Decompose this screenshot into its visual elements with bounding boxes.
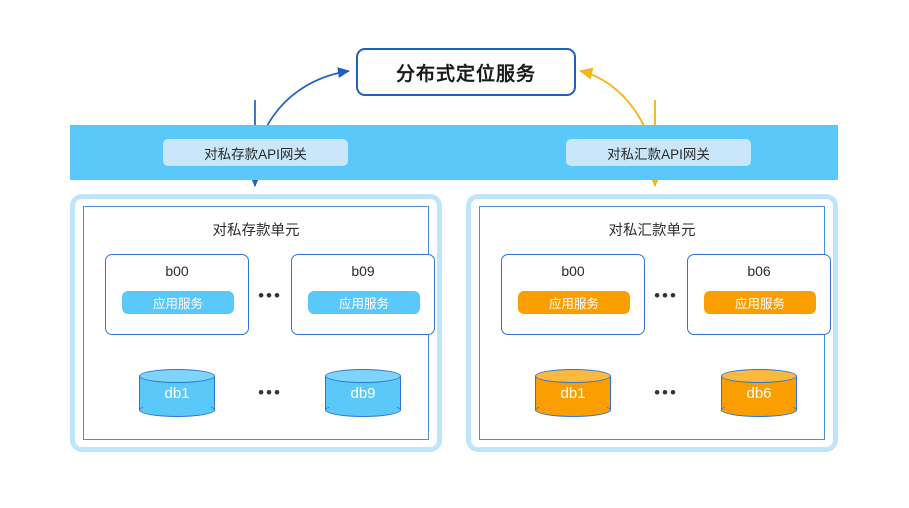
cell-remittance-b06-name: b06 — [747, 263, 771, 279]
gateway-deposit-label: 对私存款API网关 — [204, 146, 307, 162]
cell-deposit-b09-name: b09 — [351, 263, 375, 279]
cells-ellipsis-remittance: ••• — [654, 286, 678, 305]
database-deposit-db9[interactable]: db9 — [325, 369, 401, 417]
database-remittance-db6-label: db6 — [746, 385, 772, 402]
cell-deposit-b00[interactable]: b00 应用服务 — [105, 254, 249, 335]
gateway-remittance-label: 对私汇款API网关 — [607, 146, 710, 162]
database-remittance-db1-label: db1 — [560, 385, 586, 402]
unit-deposit-title: 对私存款单元 — [212, 223, 300, 239]
service-remittance-b06[interactable]: 应用服务 — [704, 291, 816, 314]
cylinder-bottom — [139, 403, 215, 417]
unit-remittance-inner: 对私汇款单元 b00 应用服务 ••• b06 应用服务 db1 • — [479, 206, 831, 440]
cell-remittance-b06[interactable]: b06 应用服务 — [687, 254, 831, 335]
unit-remittance[interactable]: 对私汇款单元 b00 应用服务 ••• b06 应用服务 db1 • — [466, 194, 838, 452]
gateway-remittance[interactable]: 对私汇款API网关 — [566, 139, 751, 166]
cell-remittance-b00-name: b00 — [561, 263, 585, 279]
gateway-deposit[interactable]: 对私存款API网关 — [163, 139, 348, 166]
unit-deposit-inner: 对私存款单元 b00 应用服务 ••• b09 应用服务 db1 • — [83, 206, 435, 440]
service-remittance-b00-label: 应用服务 — [548, 297, 599, 311]
cells-ellipsis-deposit: ••• — [258, 286, 282, 305]
cylinder-top — [721, 369, 797, 383]
cell-deposit-b09[interactable]: b09 应用服务 — [291, 254, 435, 335]
cell-remittance-b00[interactable]: b00 应用服务 — [501, 254, 645, 335]
service-deposit-b00[interactable]: 应用服务 — [122, 291, 234, 314]
service-deposit-b09-label: 应用服务 — [338, 297, 389, 311]
database-deposit-db1-label: db1 — [164, 385, 190, 402]
database-deposit-db1[interactable]: db1 — [139, 369, 215, 417]
databases-ellipsis-deposit: ••• — [258, 383, 282, 402]
database-deposit-db9-label: db9 — [350, 385, 376, 402]
unit-deposit[interactable]: 对私存款单元 b00 应用服务 ••• b09 应用服务 db1 • — [70, 194, 442, 452]
cylinder-top — [325, 369, 401, 383]
cylinder-top — [535, 369, 611, 383]
locator-service-box[interactable]: 分布式定位服务 — [356, 48, 576, 96]
service-remittance-b06-label: 应用服务 — [734, 297, 785, 311]
service-remittance-b00[interactable]: 应用服务 — [518, 291, 630, 314]
cylinder-top — [139, 369, 215, 383]
database-remittance-db1[interactable]: db1 — [535, 369, 611, 417]
locator-service-label: 分布式定位服务 — [395, 63, 536, 85]
service-deposit-b00-label: 应用服务 — [152, 297, 203, 311]
databases-ellipsis-remittance: ••• — [654, 383, 678, 402]
unit-remittance-title: 对私汇款单元 — [608, 223, 696, 239]
cylinder-bottom — [721, 403, 797, 417]
cylinder-bottom — [325, 403, 401, 417]
cylinder-bottom — [535, 403, 611, 417]
cell-deposit-b00-name: b00 — [165, 263, 189, 279]
service-deposit-b09[interactable]: 应用服务 — [308, 291, 420, 314]
database-remittance-db6[interactable]: db6 — [721, 369, 797, 417]
